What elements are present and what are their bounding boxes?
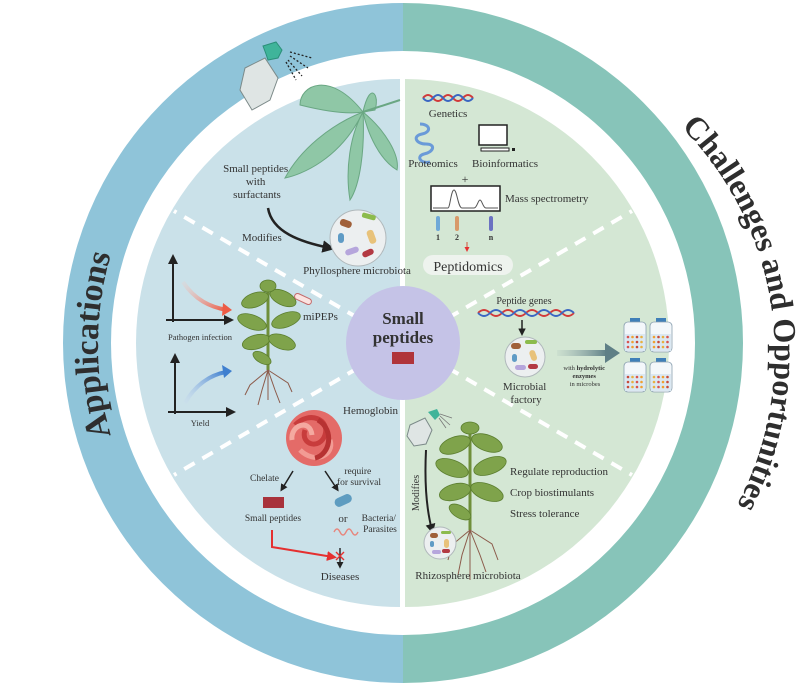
genetics-label: Genetics: [429, 108, 467, 120]
divider-upper-right: [446, 209, 634, 320]
microbial-factory-icon: [504, 336, 546, 378]
peptide-gene-dna-strand-icon: [477, 309, 575, 317]
effect-stress-tolerance: Stress tolerance: [510, 508, 579, 520]
computer-icon: [478, 124, 515, 152]
peptide-genes-label: Peptide genes: [496, 296, 551, 307]
tube-label-1: 1: [436, 233, 440, 242]
sample-tubes: [436, 216, 493, 231]
phyllosphere-label: Phyllosphere microbiota: [303, 265, 411, 277]
sector-microbial-factory: Peptide genes Microbial factory with hyd…: [477, 296, 673, 406]
sector-rhizosphere: Modifies: [406, 409, 609, 582]
small-peptides-label: Small peptides: [245, 514, 302, 524]
small-peptide-block: [263, 497, 284, 508]
pathogen-arrowhead: [222, 303, 232, 316]
rhizosphere-microbiota-icon: [423, 526, 457, 560]
production-arrow-shaft: [557, 350, 607, 356]
survival-label: require for survival: [337, 467, 381, 488]
divider-upper-left: [172, 209, 360, 320]
rhizo-plant-icon: [435, 421, 507, 580]
tube-1-icon: [436, 216, 440, 231]
chelate-label: Chelate: [250, 474, 279, 484]
modifies-arrow: [266, 207, 335, 253]
dna-icon: [422, 94, 474, 102]
tube-label-2: 2: [455, 233, 459, 242]
spray-bottle-icon: [239, 41, 313, 111]
hemoglobin-icon: [286, 410, 342, 466]
divider-lower-right: [446, 366, 634, 477]
block-x-icon: [335, 551, 345, 561]
plant-icon: [237, 279, 301, 406]
tube-n-icon: [489, 216, 493, 231]
or-label: or: [338, 513, 348, 525]
mipeps-label: miPEPs: [303, 311, 338, 323]
peptidomics-label: Peptidomics: [433, 260, 502, 275]
center-circle: [346, 286, 460, 400]
sector-mipeps: Pathogen infection Yield: [166, 254, 338, 428]
pathogen-infection-label: Pathogen infection: [168, 332, 233, 342]
divider-lower-left: [172, 366, 360, 477]
plus-sign: +: [462, 172, 469, 186]
peptidomics-badge: [423, 255, 513, 275]
rhizo-modifies-label: Modifies: [411, 475, 422, 511]
center-node: Small peptides: [346, 286, 460, 400]
inhibition-arrow: [271, 530, 337, 561]
yield-trend-arrow: [183, 370, 227, 405]
modifies-label: Modifies: [242, 232, 282, 244]
rhizo-modifies-arrow: [424, 449, 436, 534]
mipep-tube-icon: [294, 292, 312, 306]
sector-peptidomics: Genetics Proteomics Bioinformatics + Mas…: [408, 94, 589, 275]
outer-ring-right: [403, 3, 743, 683]
effect-crop-biostimulants: Crop biostimulants: [510, 487, 594, 499]
culture-bottles: [623, 318, 673, 393]
chelate-arrow: [280, 470, 294, 492]
dna-strand-icon: [422, 94, 474, 102]
sector-hemoglobin: Hemoglobin Chelate require for survival …: [245, 405, 399, 583]
phyllosphere-microbiota-icon: [329, 209, 387, 267]
hydrolytic-enzymes-label: with hydrolytic enzymes in microbes: [563, 365, 606, 388]
yield-arrowhead: [222, 365, 232, 378]
protein-icon: [414, 122, 434, 164]
effect-regulate-reproduction: Regulate reproduction: [510, 466, 609, 478]
hemoglobin-label: Hemoglobin: [343, 405, 398, 417]
outer-ring: [63, 3, 743, 683]
ring-title-applications: Applications: [69, 247, 119, 443]
culture-bottle-icon: [649, 318, 673, 353]
bacteria-icon: [334, 494, 352, 507]
center-peptide-block: [392, 352, 414, 364]
spray-label: Small peptides with surfactants: [223, 163, 291, 201]
culture-bottle-icon: [623, 358, 647, 393]
survival-arrow: [324, 470, 339, 492]
tube-label-n: n: [489, 233, 494, 242]
yield-graph: [168, 353, 236, 417]
pathogen-graph: [166, 254, 234, 325]
rhizosphere-label: Rhizosphere microbiota: [415, 570, 521, 582]
mass-spec-label: Mass spectrometry: [505, 193, 589, 205]
center-title-line2: peptides: [373, 328, 434, 347]
proteomics-label: Proteomics: [408, 158, 458, 170]
sector-phyllosphere: Small peptides with surfactants Modifies…: [223, 41, 411, 277]
center-title-line1: Small: [382, 309, 424, 328]
production-arrowhead: [605, 343, 620, 363]
mass-spectrum-icon: [430, 185, 501, 212]
culture-bottle-icon: [649, 358, 673, 393]
parasite-icon: [333, 528, 359, 536]
bioinformatics-label: Bioinformatics: [472, 158, 538, 170]
tube-2-icon: [455, 216, 459, 231]
diseases-label: Diseases: [321, 571, 360, 583]
bacteria-parasites-label: Bacteria/ Parasites: [362, 514, 399, 535]
microbial-factory-label: Microbial factory: [503, 381, 549, 406]
leaf-icon: [284, 84, 401, 202]
culture-bottle-icon: [623, 318, 647, 353]
outer-ring-left: [63, 3, 403, 683]
sector-dividers: [172, 209, 634, 477]
yield-label: Yield: [191, 418, 210, 428]
rhizo-spray-bottle-icon: [406, 409, 453, 447]
